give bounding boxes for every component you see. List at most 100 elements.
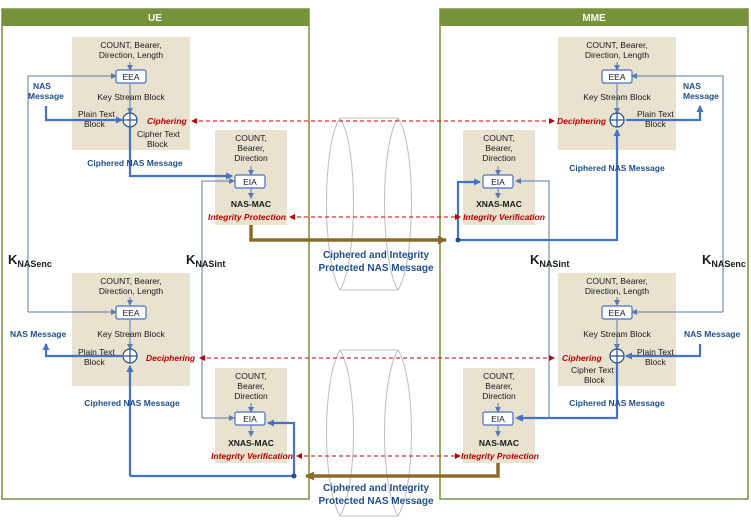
ue-decipher-plain-line2: Block [84,357,106,367]
ue-integrity-algo: EIA [243,177,257,187]
mme-decipher-algo: EEA [608,72,625,82]
mme-decipher-input-line2: Direction, Length [585,50,650,60]
mme-integrity-mac: NAS-MAC [479,438,519,448]
mme-integrity-input-line3: Direction [482,391,516,401]
junction-dot-mme [455,237,461,243]
center-message-top-line2: Protected NAS Message [318,263,433,274]
ue-verify-algo: EIA [243,414,257,424]
ue-verify-mac: XNAS-MAC [228,438,274,448]
ue-cipher-keystream: Key Stream Block [97,92,165,102]
ue-eia-box-bottom [234,411,266,426]
mme-decipher-op: Deciphering [557,116,607,126]
ue-integrity-input-line1: COUNT, [235,133,267,143]
center-message-top-line1: Ciphered and Integrity [323,250,430,261]
mme-cipher-op: Ciphering [562,353,602,363]
tx-arrow-ue-to-mme [249,225,447,245]
data-lines [42,105,704,478]
mme-cipher-plain-line1: Plain Text [637,347,674,357]
ue-cipher-nas-line1: NAS [33,81,51,91]
ue-cipher-ctext-line1: Cipher Text [137,129,180,139]
ue-panel-header [2,9,309,26]
ue-decipher-plain-line1: Plain Text [78,347,115,357]
ue-cipher-algo: EEA [122,72,139,82]
mme-panel-title: MME [582,13,606,24]
mme-cipher-keystream: Key Stream Block [583,329,651,339]
k-nasint-label-ue: KNASint [186,252,225,269]
ue-eea-box-bottom [115,305,147,320]
mme-verify-mac: XNAS-MAC [476,199,522,209]
mme-eia-box-top [482,174,514,189]
ue-cipher-input-line1: COUNT, Bearer, [100,40,161,50]
mme-eia-box-bottom [482,411,514,426]
mme-verify-algo: EIA [491,177,505,187]
correspondence-lines [191,118,555,459]
ue-decipher-input-line1: COUNT, Bearer, [100,276,161,286]
mme-panel-header [440,9,748,26]
mme-cipher-nas-msg: NAS Message [684,329,740,339]
ue-xor-top [122,112,138,128]
ue-decipher-algo: EEA [122,308,139,318]
channel-tube-bottom [326,349,412,517]
ue-verify-input-line1: COUNT, [235,371,267,381]
ue-integrity-input-line3: Direction [234,153,268,163]
ue-cipher-plain-line1: Plain Text [78,109,115,119]
ue-cipher-plain-line2: Block [84,119,106,129]
ue-cipher-ciphered-msg: Ciphered NAS Message [87,158,183,168]
svg-text:KNASenc: KNASenc [8,252,52,269]
mme-cipher-ciphered-msg: Ciphered NAS Message [569,398,665,408]
mme-verify-input-line1: COUNT, [483,133,515,143]
ue-eea-box-top [115,69,147,84]
tx-arrow-mme-to-ue [305,463,500,481]
svg-text:KNASint: KNASint [186,252,225,269]
ue-verify-op: Integrity Verification [211,451,293,461]
ue-integrity-input-line2: Bearer, [237,143,264,153]
center-message-bottom-line1: Ciphered and Integrity [323,483,430,494]
mme-eea-box-top [601,69,633,84]
svg-text:KNASint: KNASint [530,252,569,269]
ue-decipher-nas-msg: NAS Message [10,329,66,339]
mme-integrity-op: Integrity Protection [461,451,539,461]
ue-decipher-ciphered-msg: Ciphered NAS Message [84,398,180,408]
mme-decipher-ciphered-msg: Ciphered NAS Message [569,163,665,173]
ue-decipher-keystream: Key Stream Block [97,329,165,339]
junction-dot-ue [291,473,297,479]
mme-xor-bottom [609,348,625,364]
mme-cipher-plain-line2: Block [645,357,667,367]
ue-integrity-mac: NAS-MAC [231,199,271,209]
mme-cipher-input-line1: COUNT, Bearer, [586,276,647,286]
ue-cipher-ctext-line2: Block [147,139,169,149]
center-message-bottom-line2: Protected NAS Message [318,496,433,507]
mme-integrity-input-line2: Bearer, [485,381,512,391]
ue-cipher-op: Ciphering [147,116,187,126]
mme-eea-box-bottom [601,305,633,320]
mme-verify-input-line3: Direction [482,153,516,163]
mme-integrity-input-line1: COUNT, [483,371,515,381]
mme-xor-top [609,112,625,128]
mme-cipher-ctext-line1: Cipher Text [571,365,614,375]
ue-verify-input-line2: Bearer, [237,381,264,391]
mme-decipher-keystream: Key Stream Block [583,92,651,102]
k-nasint-label-mme: KNASint [530,252,569,269]
k-nasenc-label-ue: KNASenc [8,252,52,269]
ue-eia-box-top [234,174,266,189]
ue-verify-input-line3: Direction [234,391,268,401]
ue-panel-title: UE [148,13,162,24]
ue-integrity-op: Integrity Protection [208,212,286,222]
mme-decipher-input-line1: COUNT, Bearer, [586,40,647,50]
k-nasenc-label-mme: KNASenc [702,252,746,269]
ue-cipher-nas-line2: Message [28,91,64,101]
ue-xor-bottom [122,348,138,364]
mme-integrity-algo: EIA [491,414,505,424]
mme-verify-op: Integrity Verification [463,212,545,222]
ue-decipher-op: Deciphering [146,353,196,363]
mme-decipher-nas-line1: NAS [683,81,701,91]
svg-text:KNASenc: KNASenc [702,252,746,269]
ue-cipher-input-line2: Direction, Length [99,50,164,60]
mme-cipher-ctext-line2: Block [584,375,606,385]
mme-decipher-plain-line2: Block [645,119,667,129]
ue-decipher-input-line2: Direction, Length [99,286,164,296]
mme-cipher-input-line2: Direction, Length [585,286,650,296]
mme-decipher-nas-line2: Message [683,91,719,101]
